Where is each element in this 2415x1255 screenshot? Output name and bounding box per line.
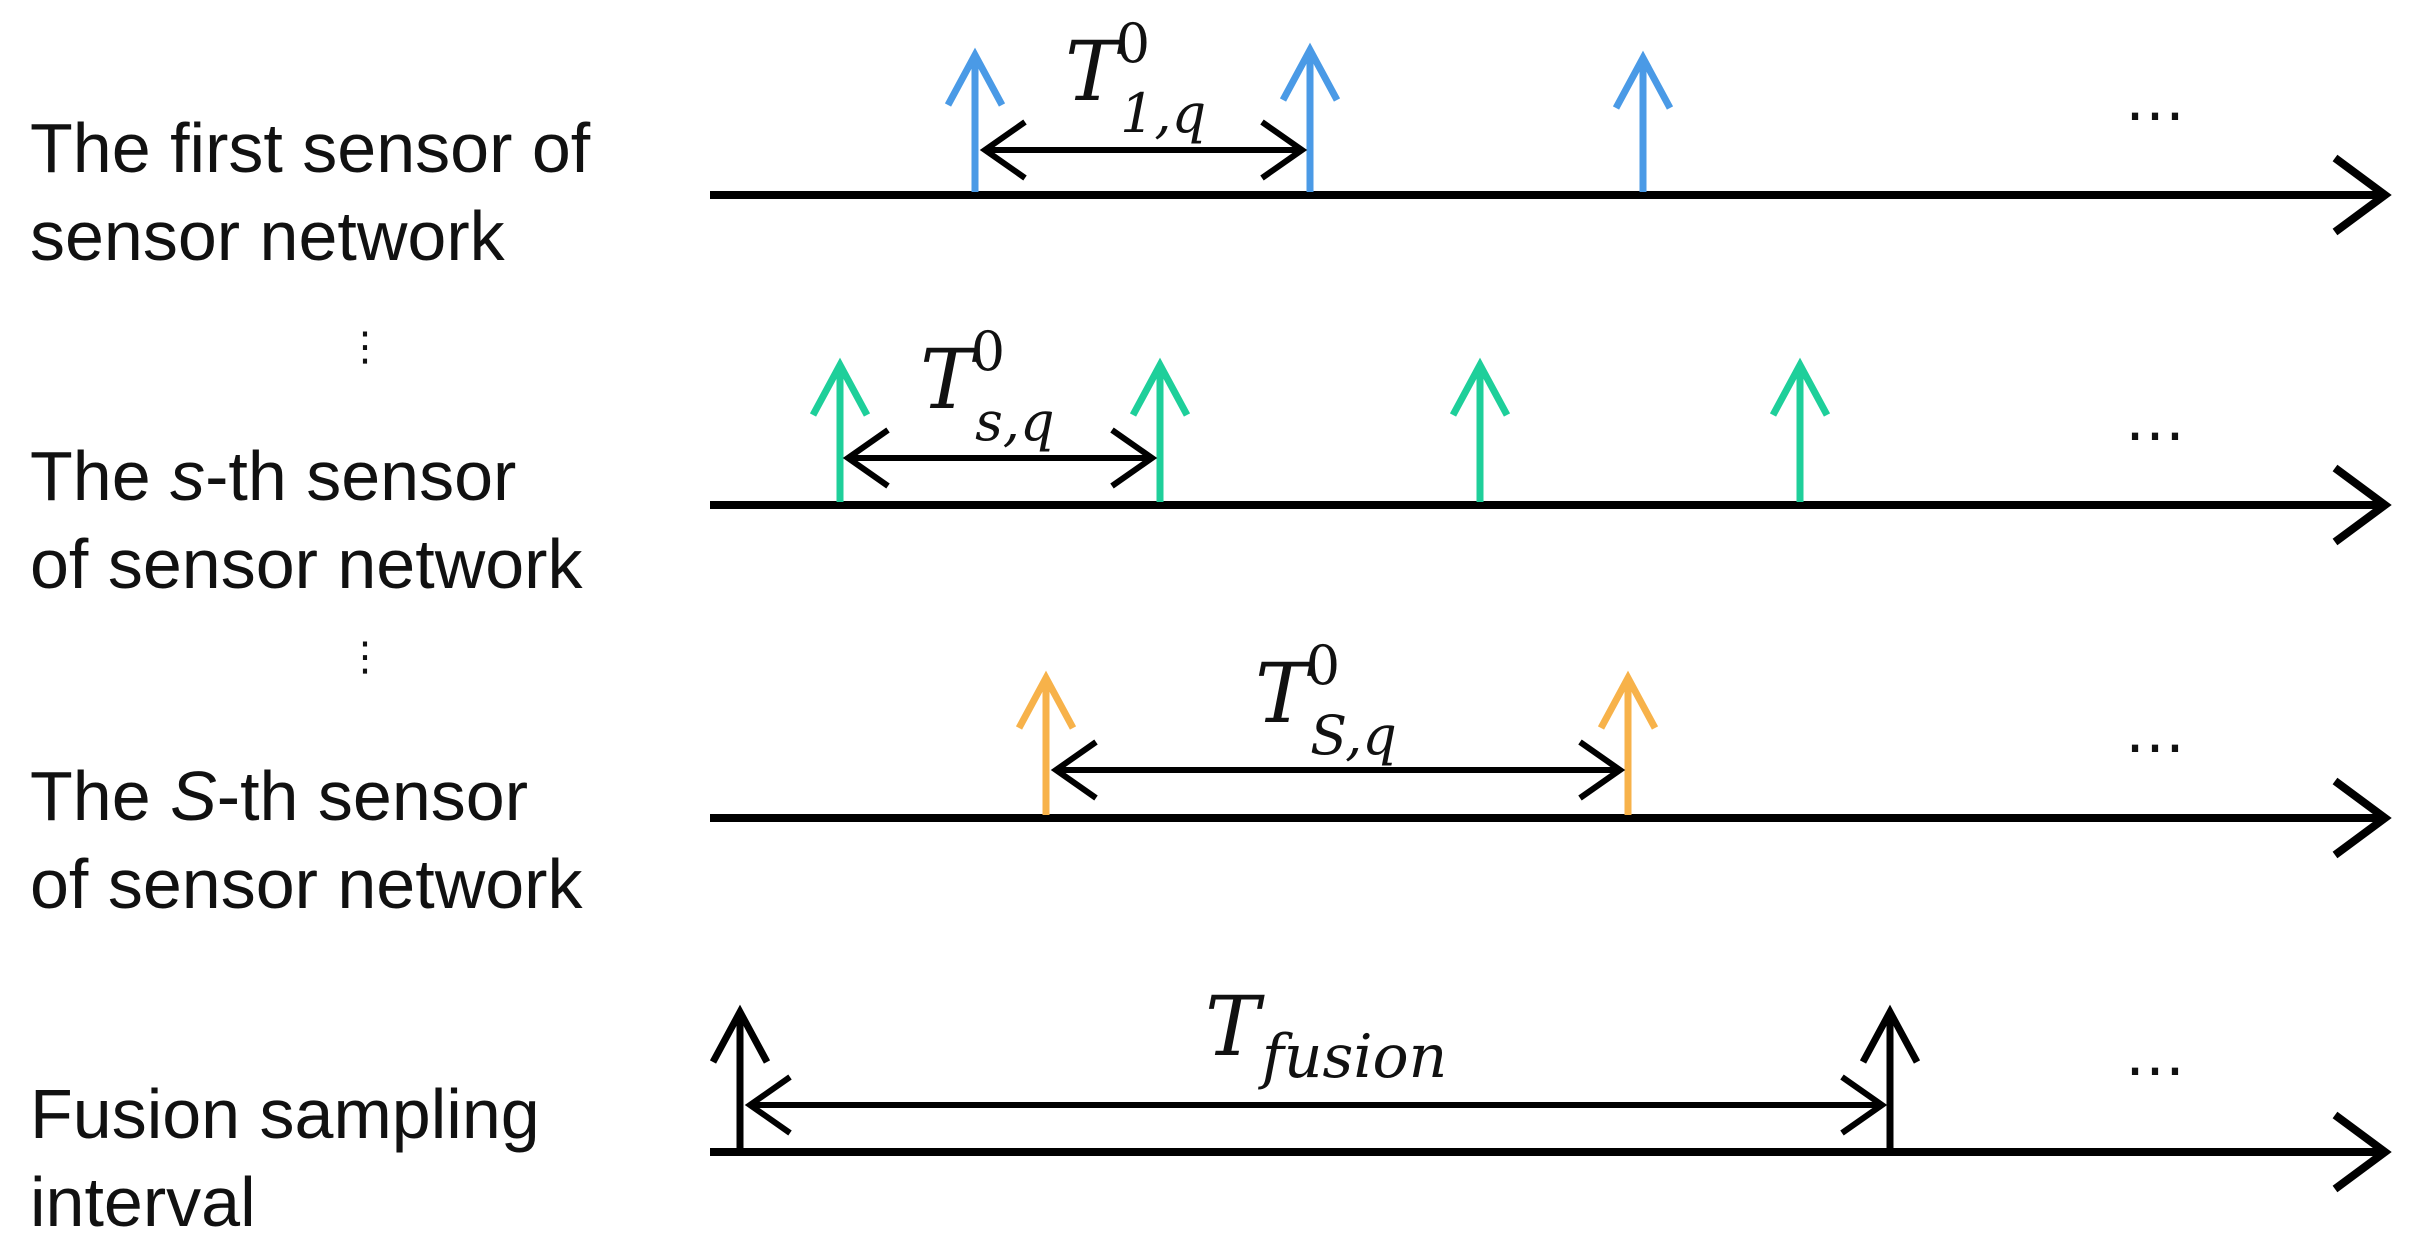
label-first-sensor: The first sensor of sensor network — [30, 104, 590, 280]
up-arrow-icon — [1449, 357, 1511, 502]
label-s-th-sensor-line2: of sensor network — [30, 525, 583, 603]
row-fusion-sampling: Tfusion … — [709, 980, 2392, 1193]
continuation-ellipsis-S: … — [2125, 697, 2185, 767]
continuation-ellipsis-s: … — [2125, 385, 2185, 455]
interval-double-arrow-fusion — [744, 1074, 1888, 1136]
up-arrow-icon — [709, 1004, 771, 1149]
interval-double-arrow-S — [1050, 739, 1626, 801]
continuation-ellipsis-first: … — [2125, 65, 2185, 135]
up-arrow-icon — [1769, 357, 1831, 502]
label-first-sensor-line1: The first sensor of — [30, 109, 591, 187]
time-axis-s — [710, 464, 2392, 546]
up-arrow-icon — [1279, 42, 1341, 192]
label-fusion-sampling: Fusion sampling interval — [30, 1070, 540, 1246]
up-arrow-icon — [1612, 50, 1674, 192]
label-first-sensor-line2: sensor network — [30, 197, 505, 275]
up-arrow-icon — [944, 47, 1006, 192]
time-axis-S — [710, 777, 2392, 859]
label-fusion-line1: Fusion sampling — [30, 1075, 540, 1153]
label-S-th-sensor: The S-th sensor of sensor network — [30, 752, 582, 928]
up-arrow-icon — [1129, 357, 1191, 502]
time-axis-first — [710, 154, 2392, 236]
up-arrow-icon — [809, 357, 871, 502]
label-S-variable: S — [170, 757, 217, 835]
time-axis-fusion — [710, 1111, 2392, 1193]
up-arrow-icon — [1859, 1004, 1921, 1149]
continuation-ellipsis-fusion: … — [2125, 1020, 2185, 1090]
label-fusion-line2: interval — [30, 1163, 256, 1241]
up-arrow-icon — [1597, 670, 1659, 815]
label-S-th-sensor-line2: of sensor network — [30, 845, 583, 923]
label-s-th-sensor: The s-th sensor of sensor network — [30, 432, 582, 608]
interval-label-fusion: Tfusion — [1205, 980, 1447, 1092]
interval-double-arrow-first — [979, 119, 1308, 181]
interval-double-arrow-s — [842, 427, 1158, 489]
label-s-variable: s — [170, 437, 206, 515]
up-arrow-icon — [1015, 670, 1077, 815]
